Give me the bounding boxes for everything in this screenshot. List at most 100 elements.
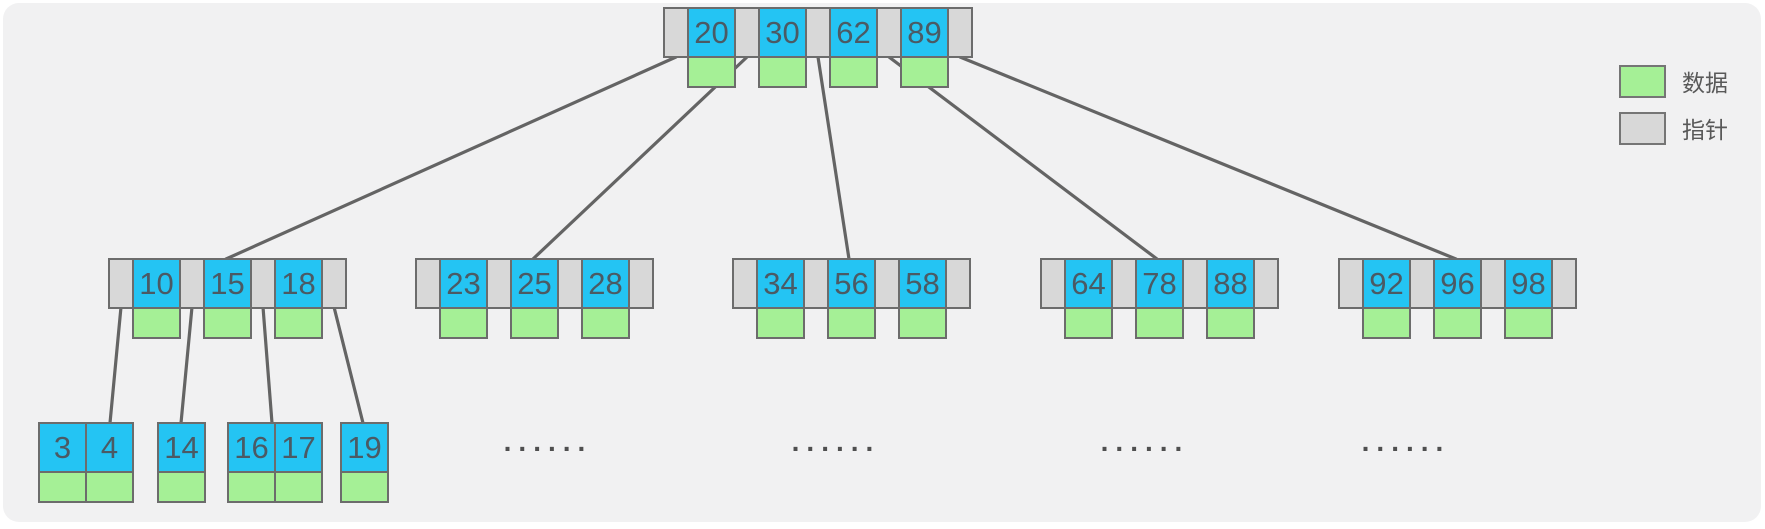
pointer-swatch	[1619, 111, 1666, 145]
key-column: 89	[900, 7, 949, 88]
legend-label-pointer: 指针	[1682, 117, 1728, 143]
pointer-cell	[1111, 258, 1137, 309]
pointer-cell	[1040, 258, 1066, 309]
pointer-cell	[321, 258, 347, 309]
key-column: 3	[38, 422, 87, 503]
pointer-cell	[876, 7, 902, 58]
key-column: 64	[1064, 258, 1113, 339]
key-cell: 34	[756, 258, 805, 309]
key-column: 88	[1206, 258, 1255, 339]
key-cell: 30	[758, 7, 807, 58]
leaf-node-3: 16 17	[227, 422, 323, 503]
key-cell: 64	[1064, 258, 1113, 309]
key-column: 25	[510, 258, 559, 339]
key-cell: 16	[227, 422, 276, 473]
data-cell	[829, 56, 878, 88]
key-column: 34	[756, 258, 805, 339]
data-cell	[274, 471, 323, 503]
key-column: 16	[227, 422, 276, 503]
pointer-cell	[250, 258, 276, 309]
pointer-cell	[663, 7, 689, 58]
ellipsis-subtree-2: ......	[503, 426, 593, 457]
key-column: 58	[898, 258, 947, 339]
pointer-cell	[108, 258, 134, 309]
data-cell	[687, 56, 736, 88]
ellipsis-subtree-5: ......	[1361, 426, 1451, 457]
data-cell	[1433, 307, 1482, 339]
data-cell	[756, 307, 805, 339]
pointer-cell	[628, 258, 654, 309]
data-cell	[203, 307, 252, 339]
data-cell	[1206, 307, 1255, 339]
data-cell	[157, 471, 206, 503]
pointer-cell	[734, 7, 760, 58]
key-cell: 62	[829, 7, 878, 58]
key-column: 62	[829, 7, 878, 88]
key-column: 10	[132, 258, 181, 339]
data-cell	[1504, 307, 1553, 339]
data-cell	[510, 307, 559, 339]
data-cell	[900, 56, 949, 88]
leaf-node-4: 19	[340, 422, 389, 503]
key-cell: 89	[900, 7, 949, 58]
legend-label-data: 数据	[1682, 70, 1728, 96]
key-cell: 3	[38, 422, 87, 473]
pointer-cell	[1551, 258, 1577, 309]
pointer-cell	[732, 258, 758, 309]
key-column: 92	[1362, 258, 1411, 339]
key-cell: 15	[203, 258, 252, 309]
key-column: 96	[1433, 258, 1482, 339]
key-cell: 28	[581, 258, 630, 309]
key-column: 98	[1504, 258, 1553, 339]
pointer-cell	[945, 258, 971, 309]
pointer-cell	[1182, 258, 1208, 309]
key-cell: 88	[1206, 258, 1255, 309]
legend-item-pointer: 指针	[1619, 111, 1728, 145]
internal-node-4: 64 78 88	[1040, 258, 1279, 339]
data-cell	[1362, 307, 1411, 339]
data-cell	[581, 307, 630, 339]
ellipsis-subtree-4: ......	[1100, 426, 1190, 457]
key-cell: 96	[1433, 258, 1482, 309]
pointer-cell	[1480, 258, 1506, 309]
legend-item-data: 数据	[1619, 64, 1728, 98]
key-cell: 23	[439, 258, 488, 309]
data-cell	[132, 307, 181, 339]
key-column: 14	[157, 422, 206, 503]
leaf-node-2: 14	[157, 422, 206, 503]
key-column: 78	[1135, 258, 1184, 339]
internal-node-5: 92 96 98	[1338, 258, 1577, 339]
key-column: 28	[581, 258, 630, 339]
data-cell	[274, 307, 323, 339]
key-cell: 98	[1504, 258, 1553, 309]
key-column: 17	[274, 422, 323, 503]
key-column: 15	[203, 258, 252, 339]
key-cell: 19	[340, 422, 389, 473]
ellipsis-subtree-3: ......	[791, 426, 881, 457]
key-column: 20	[687, 7, 736, 88]
data-cell	[85, 471, 134, 503]
key-column: 30	[758, 7, 807, 88]
key-cell: 78	[1135, 258, 1184, 309]
data-cell	[758, 56, 807, 88]
key-cell: 10	[132, 258, 181, 309]
data-cell	[1064, 307, 1113, 339]
key-cell: 58	[898, 258, 947, 309]
internal-node-2: 23 25 28	[415, 258, 654, 339]
key-cell: 17	[274, 422, 323, 473]
key-cell: 20	[687, 7, 736, 58]
pointer-cell	[874, 258, 900, 309]
data-swatch	[1619, 64, 1666, 98]
key-cell: 56	[827, 258, 876, 309]
data-cell	[898, 307, 947, 339]
data-cell	[227, 471, 276, 503]
key-column: 4	[85, 422, 134, 503]
pointer-cell	[415, 258, 441, 309]
pointer-cell	[179, 258, 205, 309]
data-cell	[439, 307, 488, 339]
data-cell	[827, 307, 876, 339]
internal-node-3: 34 56 58	[732, 258, 971, 339]
key-cell: 18	[274, 258, 323, 309]
